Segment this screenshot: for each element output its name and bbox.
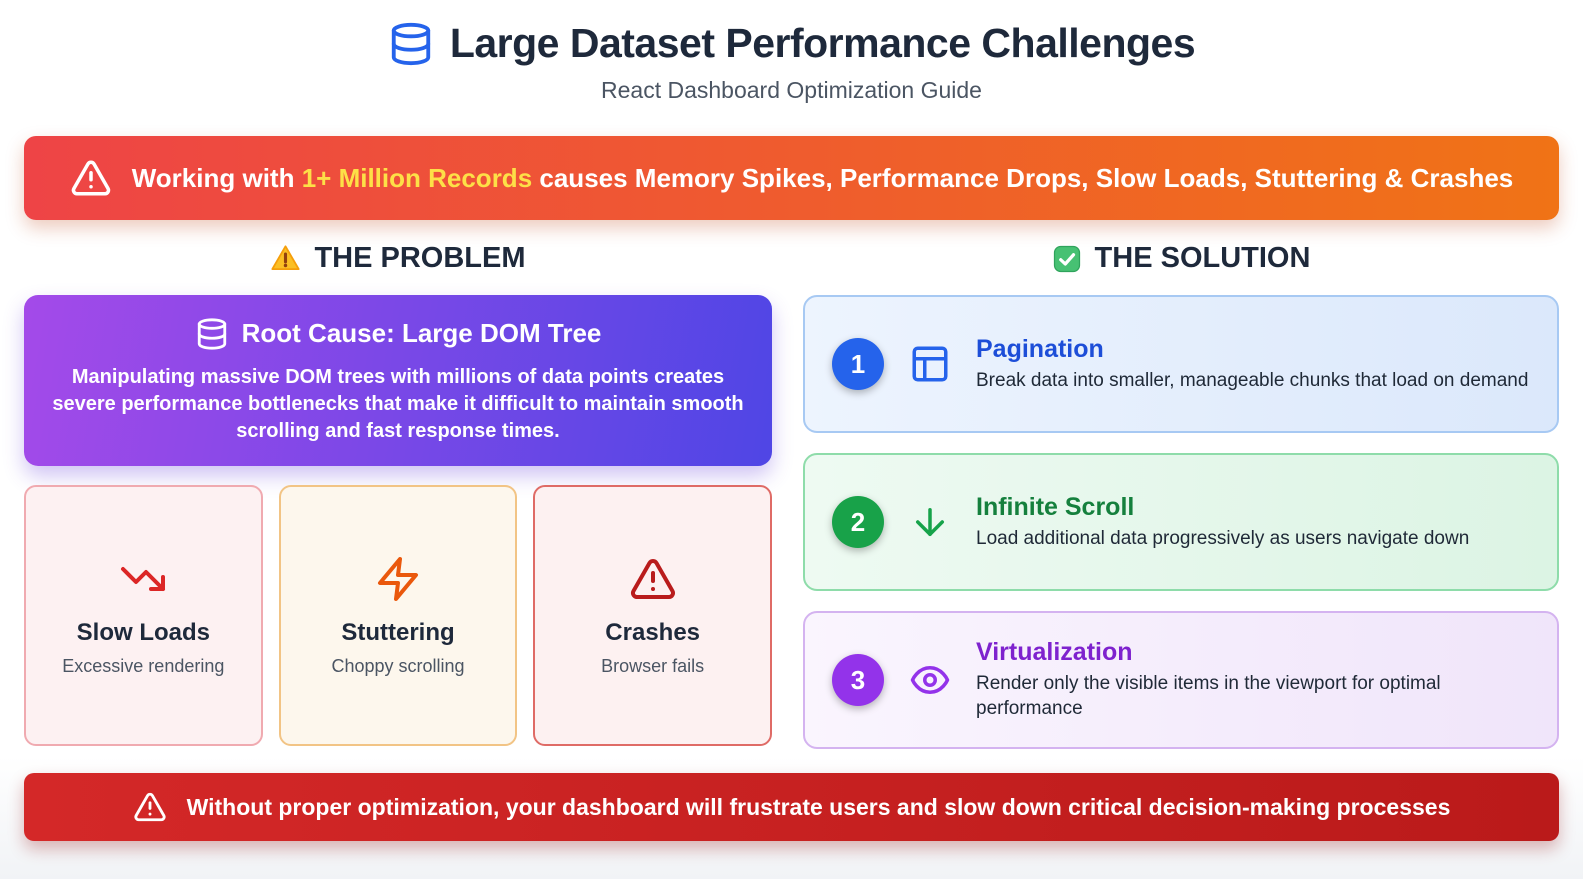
step-number-badge: 1 bbox=[832, 338, 884, 390]
alert-triangle-icon bbox=[71, 160, 110, 196]
solution-card-title: Pagination bbox=[976, 334, 1104, 363]
solution-card-description: Break data into smaller, manageable chun… bbox=[976, 369, 1529, 391]
database-icon bbox=[391, 22, 430, 65]
solution-heading: THE SOLUTION bbox=[803, 242, 1559, 275]
warning-banner-text: Working with 1+ Million Records causes M… bbox=[132, 163, 1514, 194]
solution-card-infinite-scroll: 2 Infinite Scroll Load additional data p… bbox=[803, 453, 1559, 591]
warning-emoji-icon bbox=[271, 245, 301, 270]
alert-triangle-icon bbox=[134, 792, 166, 822]
page-title: Large Dataset Performance Challenges bbox=[449, 20, 1196, 66]
solution-card-virtualization: 3 Virtualization Render only the visible… bbox=[803, 611, 1559, 749]
step-number-badge: 2 bbox=[832, 496, 884, 548]
layout-icon bbox=[912, 346, 948, 382]
problem-card-title: Crashes bbox=[605, 618, 701, 646]
solution-section: THE SOLUTION 1 Pagination Break data int… bbox=[803, 232, 1559, 749]
zap-icon bbox=[377, 556, 418, 601]
footer-banner-text: Without proper optimization, your dashbo… bbox=[186, 793, 1451, 820]
page-subtitle: React Dashboard Optimization Guide bbox=[601, 77, 982, 103]
problem-heading: THE PROBLEM bbox=[24, 242, 772, 275]
problem-card-subtitle: Browser fails bbox=[601, 655, 705, 676]
solution-heading-label: THE SOLUTION bbox=[1094, 242, 1311, 274]
problem-card-slow-loads: Slow Loads Excessive rendering bbox=[24, 485, 263, 746]
problem-section: THE PROBLEM Root Cause: Large DOM Tree M… bbox=[24, 232, 772, 749]
eye-icon bbox=[910, 666, 950, 694]
warning-text-suffix: causes Memory Spikes, Performance Drops,… bbox=[539, 162, 1514, 193]
root-cause-body: Manipulating massive DOM trees with mill… bbox=[52, 365, 744, 442]
root-cause-title: Root Cause: Large DOM Tree bbox=[241, 318, 602, 348]
problem-heading-label: THE PROBLEM bbox=[314, 242, 526, 274]
footer-warning-banner: Without proper optimization, your dashbo… bbox=[24, 773, 1559, 841]
content-columns: THE PROBLEM Root Cause: Large DOM Tree M… bbox=[0, 232, 1583, 749]
solution-card-description: Render only the visible items in the vie… bbox=[976, 673, 1441, 719]
problem-card-crashes: Crashes Browser fails bbox=[533, 485, 772, 746]
solution-card-pagination: 1 Pagination Break data into smaller, ma… bbox=[803, 295, 1559, 433]
database-icon bbox=[197, 317, 226, 350]
step-number-badge: 3 bbox=[832, 654, 884, 706]
problem-cards: Slow Loads Excessive rendering Stutterin… bbox=[24, 485, 772, 746]
problem-card-stuttering: Stuttering Choppy scrolling bbox=[278, 485, 518, 746]
solution-card-title: Infinite Scroll bbox=[976, 492, 1135, 521]
problem-card-title: Stuttering bbox=[341, 618, 455, 646]
problem-card-title: Slow Loads bbox=[76, 618, 210, 646]
trending-down-icon bbox=[121, 566, 166, 591]
warning-text-prefix: Working with bbox=[131, 162, 295, 193]
solution-card-title: Virtualization bbox=[976, 638, 1133, 667]
problem-card-subtitle: Choppy scrolling bbox=[331, 655, 465, 676]
problem-card-subtitle: Excessive rendering bbox=[62, 655, 225, 676]
solution-card-description: Load additional data progressively as us… bbox=[976, 527, 1470, 549]
alert-triangle-icon bbox=[630, 558, 675, 599]
check-emoji-icon bbox=[1053, 245, 1080, 272]
solution-cards: 1 Pagination Break data into smaller, ma… bbox=[803, 295, 1559, 749]
arrow-down-icon bbox=[916, 508, 944, 536]
warning-banner: Working with 1+ Million Records causes M… bbox=[24, 136, 1559, 220]
warning-text-highlight: 1+ Million Records bbox=[301, 162, 533, 193]
page-header: Large Dataset Performance Challenges Rea… bbox=[0, 0, 1583, 104]
root-cause-card: Root Cause: Large DOM Tree Manipulating … bbox=[24, 295, 772, 466]
